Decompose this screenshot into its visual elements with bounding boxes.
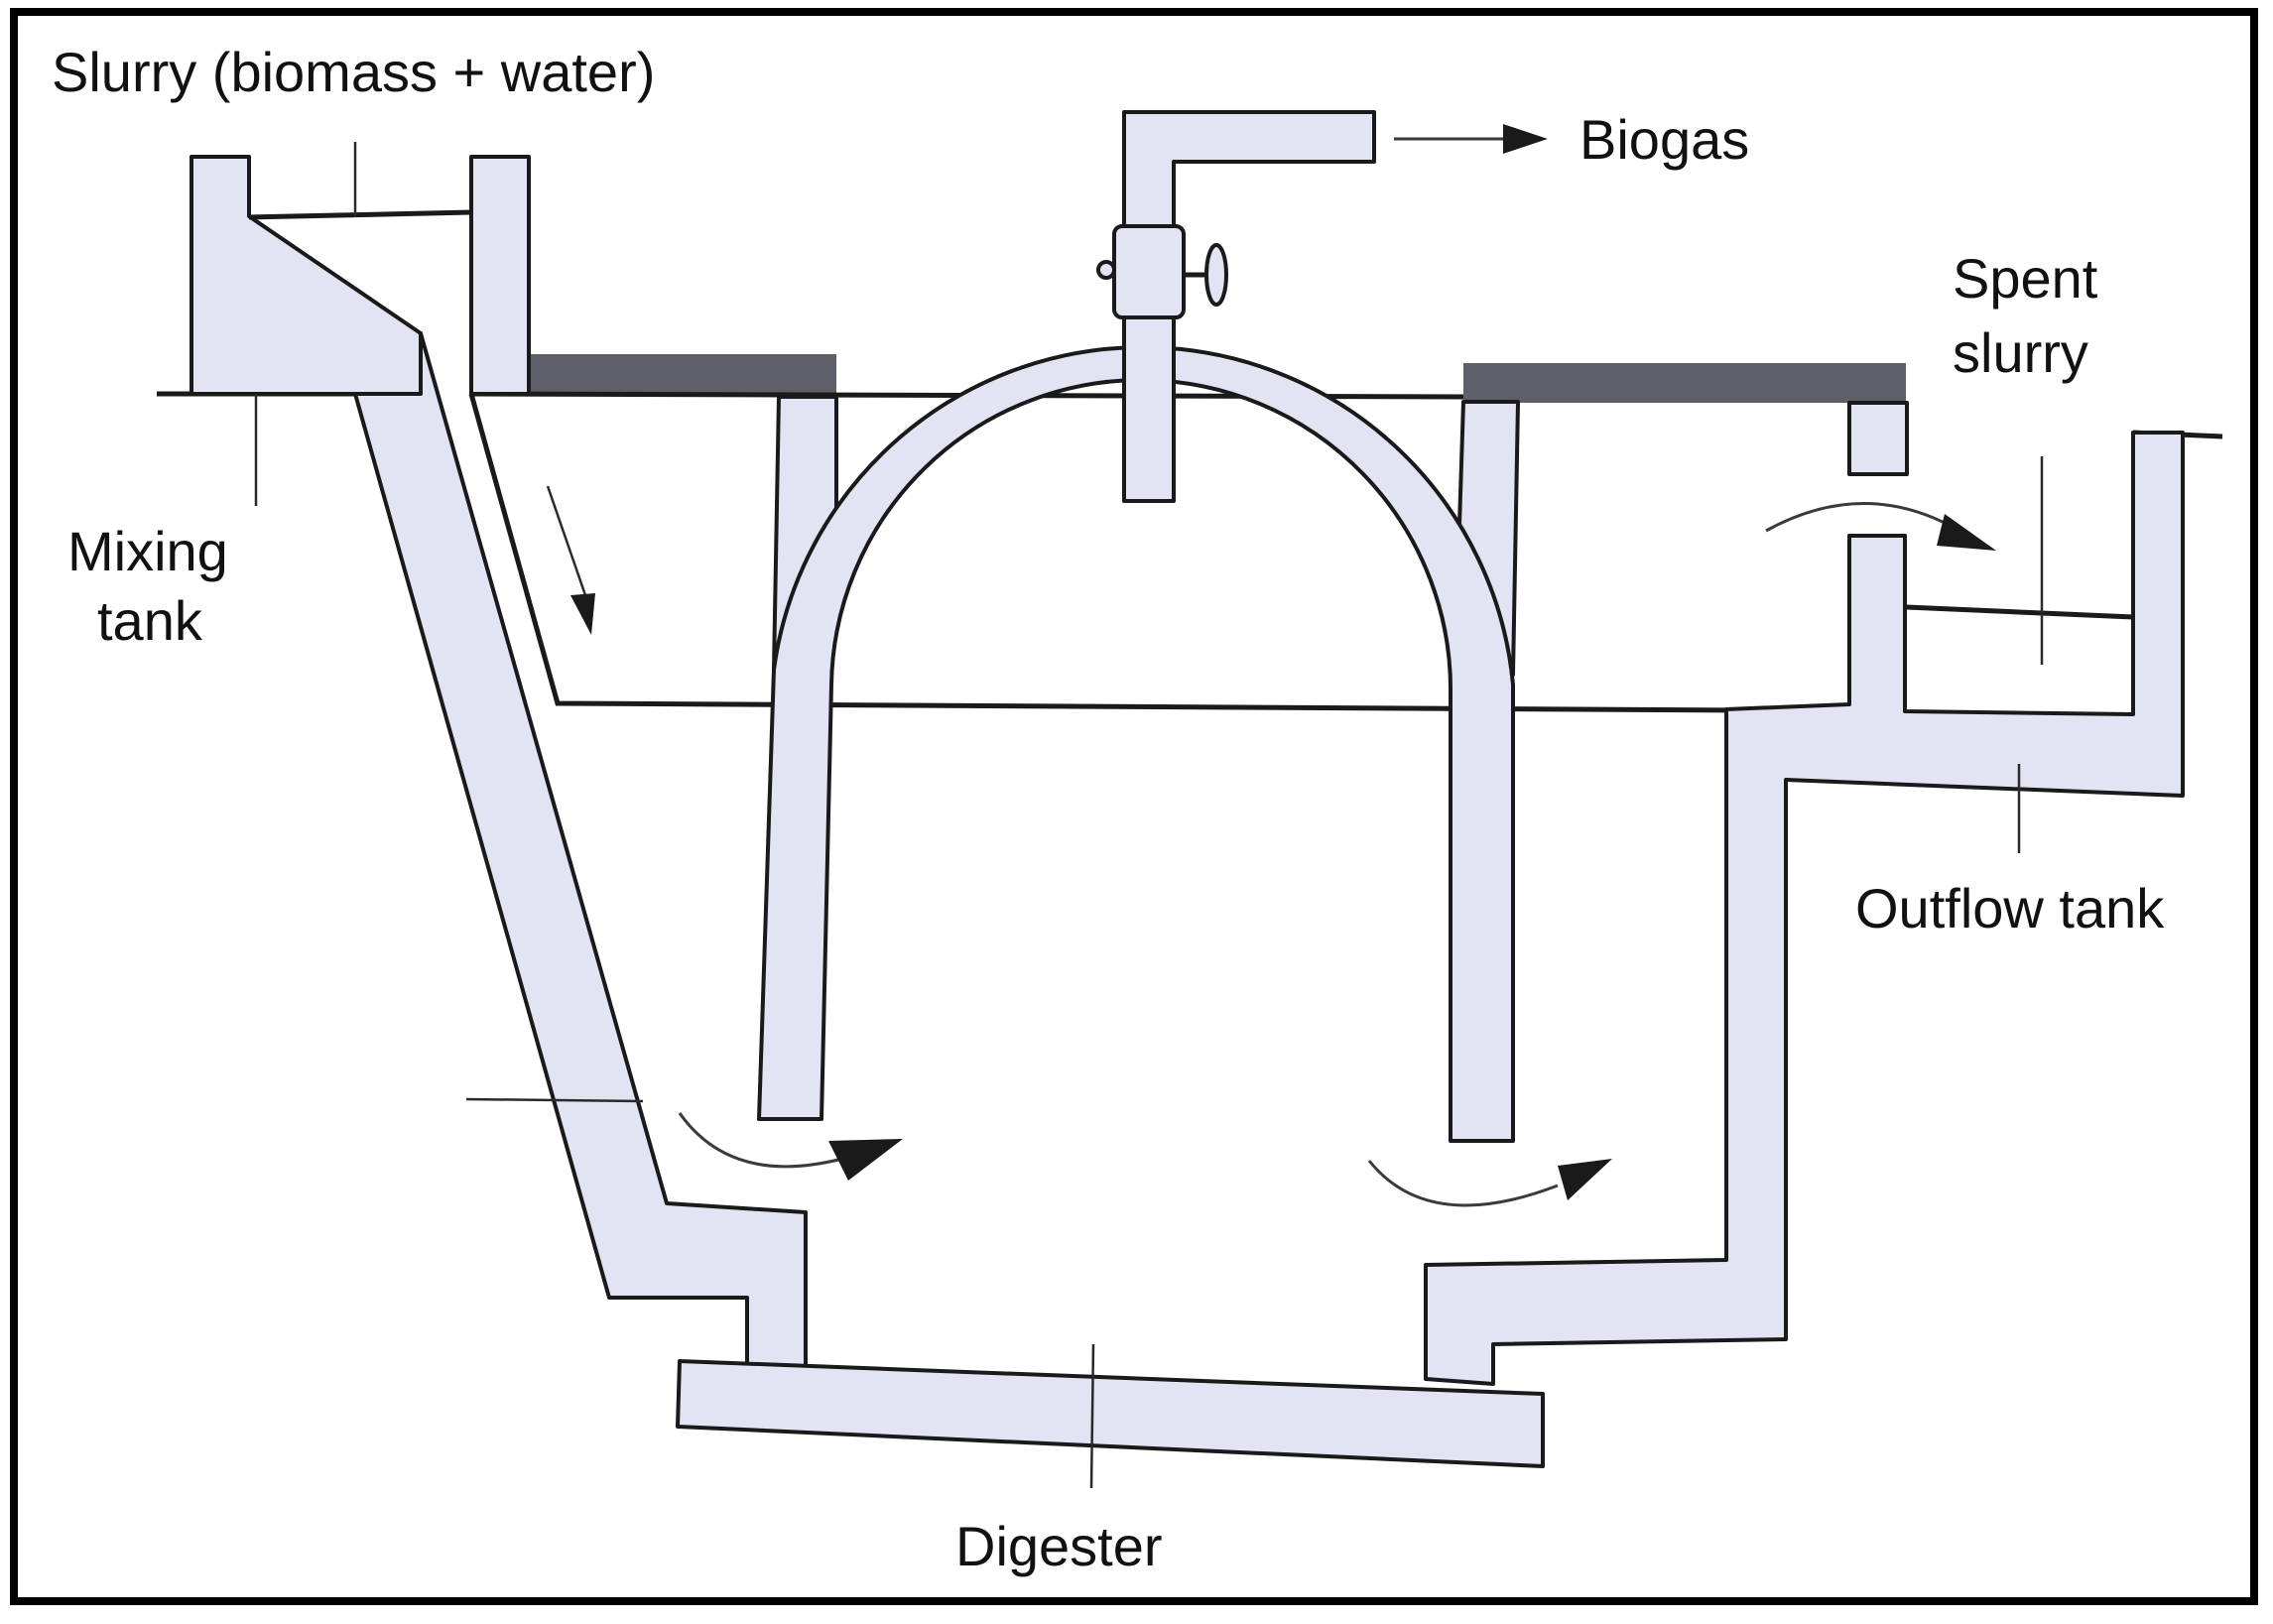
ground-surface-right: [1463, 363, 1906, 403]
ground-surface-left: [529, 354, 836, 394]
digester-dome: [757, 345, 1515, 1143]
inlet-chamber-outline: [468, 393, 1752, 713]
gas-valve-body: [1112, 224, 1186, 319]
inflow-arrow-line: [546, 485, 587, 596]
label-spent-slurry-2: slurry: [1953, 321, 2088, 384]
label-biogas: Biogas: [1579, 108, 1749, 171]
gas-valve-knob: [1096, 260, 1116, 280]
flow-arrow-left-head: [828, 1139, 903, 1181]
label-mixing-tank-2: tank: [97, 589, 203, 652]
inlet-pipe-wall: [353, 331, 808, 1373]
digester-base-slab: [676, 1359, 1545, 1468]
digester-leader-line: [1089, 1343, 1095, 1489]
flow-arrow-left-curve: [678, 1112, 854, 1169]
outlet-chamber-wall: [1424, 431, 2185, 1386]
gas-valve-handle: [1204, 243, 1228, 307]
label-slurry: Slurry (biomass + water): [52, 41, 655, 103]
spent-slurry-level: [1906, 604, 2134, 620]
label-digester: Digester: [955, 1515, 1163, 1577]
spent-slurry-arrow-curve: [1765, 502, 1960, 533]
gas-outlet-pipe: [1122, 110, 1376, 503]
flow-arrow-right-curve: [1367, 1160, 1559, 1207]
label-mixing-tank-1: Mixing: [67, 520, 228, 582]
spent-slurry-arrowhead: [1937, 514, 1996, 551]
label-spent-slurry-1: Spent: [1953, 247, 2098, 310]
mixing-tank-right-wall: [469, 155, 531, 396]
outlet-top-block: [1847, 401, 1909, 476]
label-outflow-tank: Outflow tank: [1855, 877, 2165, 939]
inlet-pipe-leader-line: [465, 1097, 644, 1103]
slurry-level-line: [248, 209, 472, 220]
flow-arrow-right-head: [1558, 1159, 1612, 1200]
biogas-arrowhead: [1503, 124, 1548, 154]
inflow-arrowhead: [570, 593, 595, 635]
